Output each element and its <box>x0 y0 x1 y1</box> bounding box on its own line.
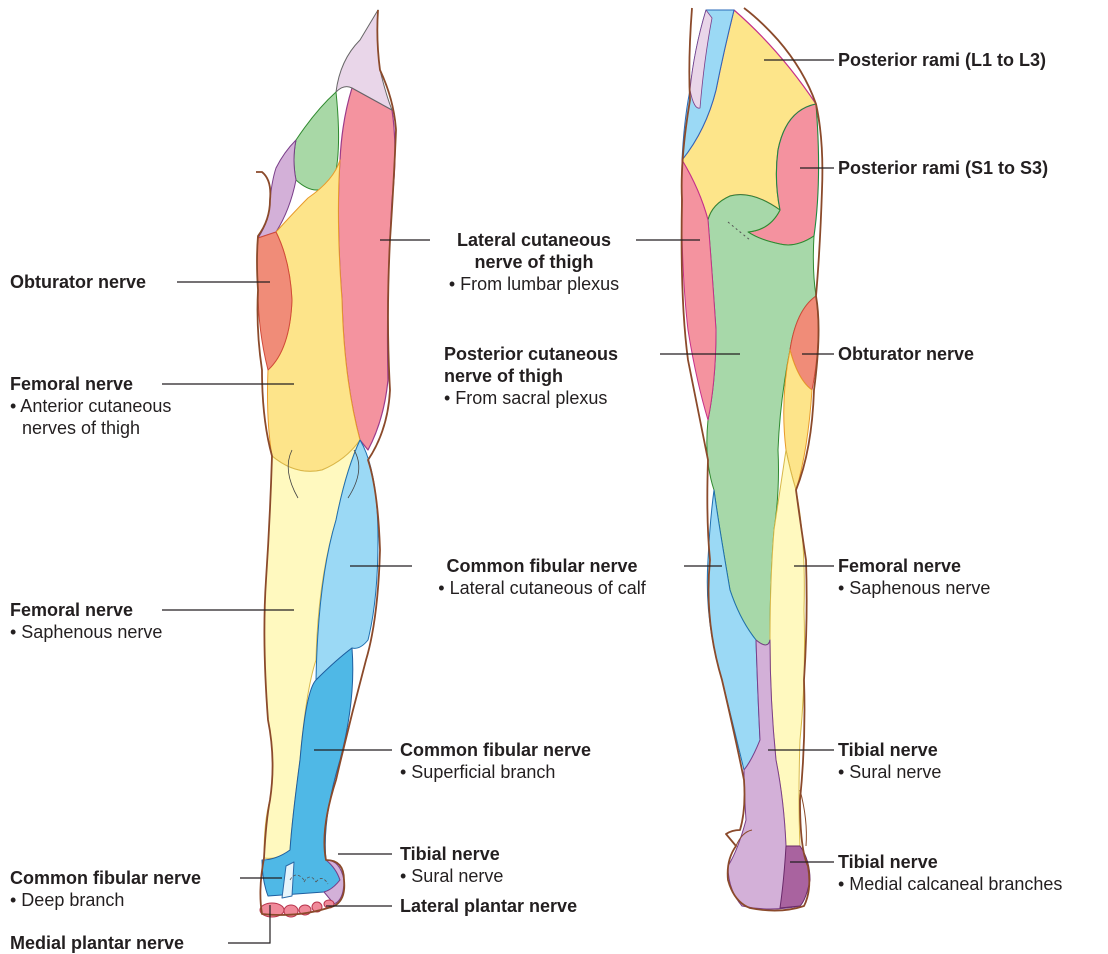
posterior-leg <box>682 8 823 911</box>
label-tibial-sural-back: Tibial nerve • Sural nerve <box>838 739 941 783</box>
label-posterior-rami-lumbar: Posterior rami (L1 to L3) <box>838 49 1046 71</box>
label-tibial-sural-front: Tibial nerve • Sural nerve <box>400 843 503 887</box>
genital-branch-zone <box>336 10 392 110</box>
label-common-fibular-superficial: Common fibular nerve • Superficial branc… <box>400 739 591 783</box>
label-femoral-saphenous-back: Femoral nerve • Saphenous nerve <box>838 555 990 599</box>
label-obturator-right: Obturator nerve <box>838 343 974 365</box>
label-lateral-plantar: Lateral plantar nerve <box>400 895 577 917</box>
label-tibial-calcaneal: Tibial nerve • Medial calcaneal branches <box>838 851 1062 895</box>
label-lateral-cutaneous-thigh: Lateral cutaneous nerve of thigh • From … <box>432 229 636 295</box>
label-posterior-cutaneous-thigh: Posterior cutaneous nerve of thigh • Fro… <box>444 343 618 409</box>
label-common-fibular-calf: Common fibular nerve • Lateral cutaneous… <box>412 555 672 599</box>
label-femoral-anterior: Femoral nerve • Anterior cutaneous nerve… <box>10 373 171 439</box>
label-medial-plantar: Medial plantar nerve <box>10 932 184 954</box>
label-femoral-saphenous-front: Femoral nerve • Saphenous nerve <box>10 599 162 643</box>
anterior-leg <box>256 10 396 917</box>
label-obturator-left: Obturator nerve <box>10 271 146 293</box>
label-posterior-rami-sacral: Posterior rami (S1 to S3) <box>838 157 1048 179</box>
label-common-fibular-deep: Common fibular nerve • Deep branch <box>10 867 201 911</box>
